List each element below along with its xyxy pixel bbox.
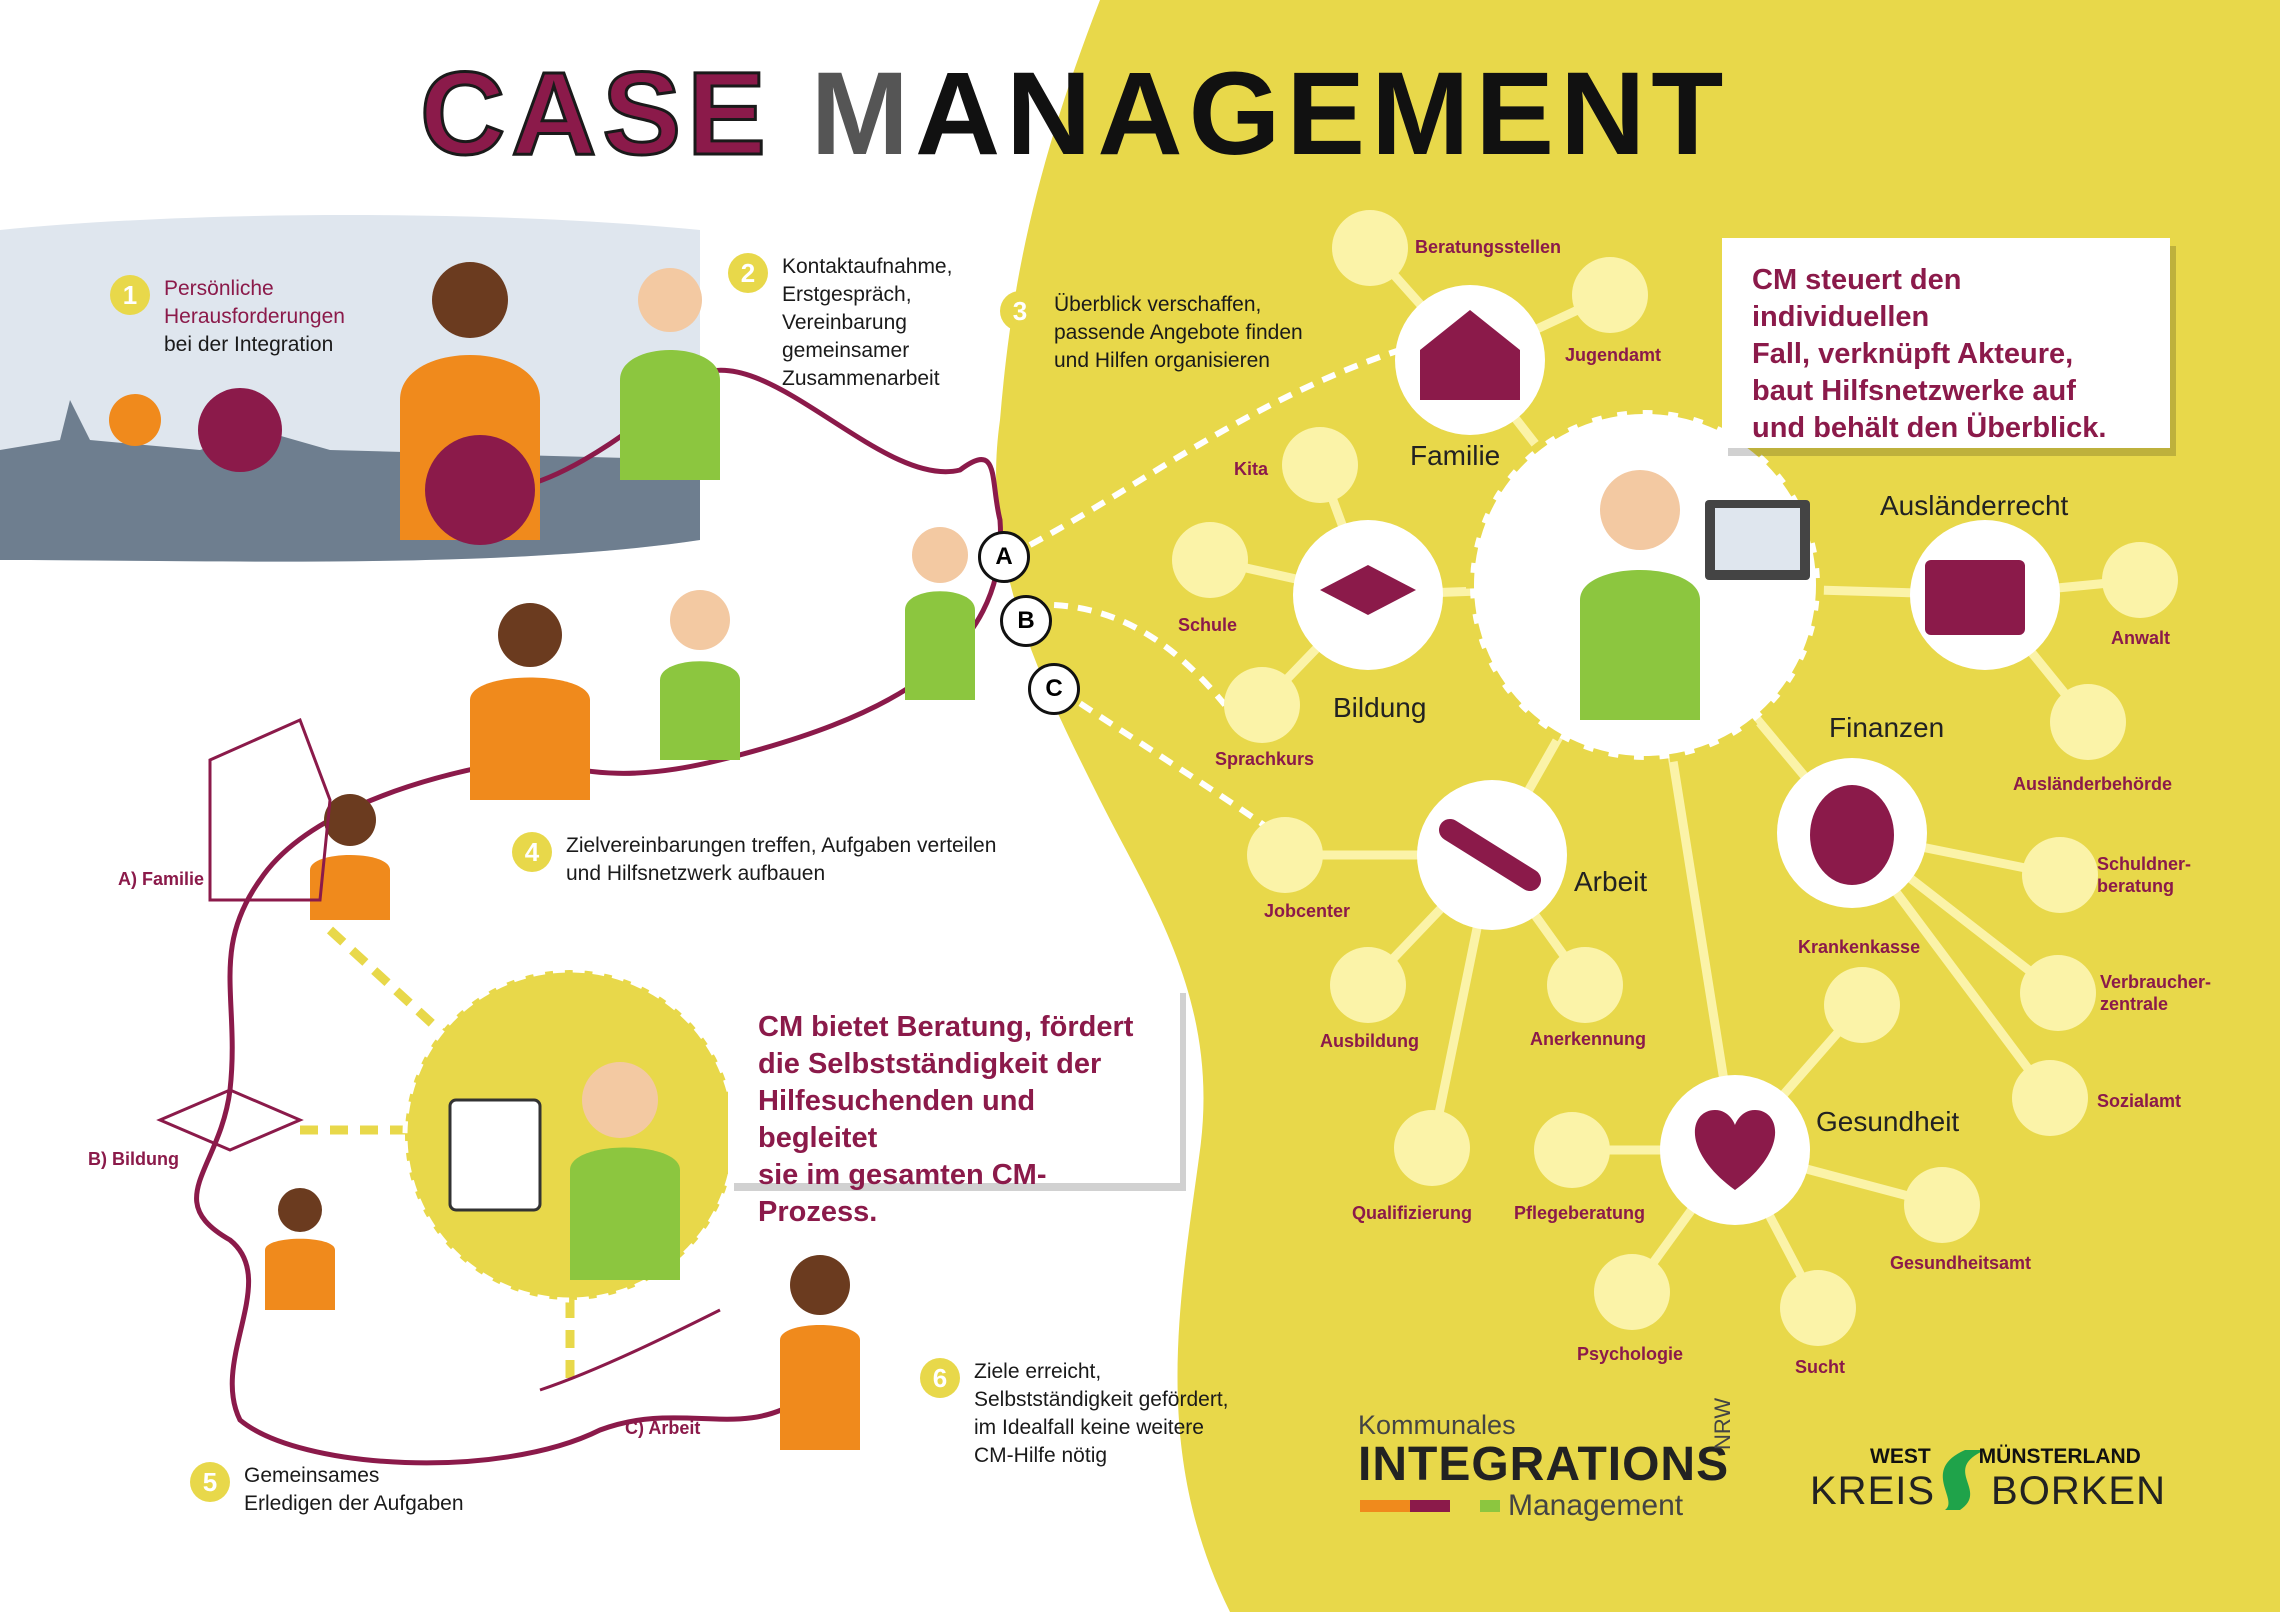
logo-management: Management <box>1508 1489 1684 1522</box>
logo-nrw: NRW <box>1710 1397 1735 1450</box>
service-anerkennung: Anerkennung <box>1530 1029 1647 1049</box>
house-icon <box>1420 310 1520 400</box>
category-arbeit: Arbeit <box>1574 866 1648 897</box>
step-1-text: bei der Integration <box>164 333 334 356</box>
service-anwalt: Anwalt <box>2111 628 2171 648</box>
logo-kreis: KREIS <box>1810 1469 1936 1513</box>
logo-west: WEST <box>1870 1445 1931 1468</box>
service-sozialamt: Sozialamt <box>2097 1091 2182 1111</box>
step-2-text: Kontaktaufnahme, Erstgespräch, Vereinbar… <box>782 255 953 390</box>
logo-color-bar <box>1360 1500 1500 1512</box>
logo-kommunales: Kommunales <box>1358 1410 1516 1440</box>
label-a-familie: A) Familie <box>118 869 205 889</box>
service-gesundheitsamt: Gesundheitsamt <box>1890 1253 2032 1273</box>
step-number: 6 <box>920 1358 960 1398</box>
label-b-bildung: B) Bildung <box>88 1149 179 1169</box>
service-sprachkurs: Sprachkurs <box>1215 749 1315 769</box>
step-number: 5 <box>190 1462 230 1502</box>
step-number: 3 <box>1000 291 1040 331</box>
service-qualifizierung: Qualifizierung <box>1352 1203 1473 1223</box>
service-jobcenter: Jobcenter <box>1264 901 1351 921</box>
label-c-arbeit: C) Arbeit <box>625 1418 701 1438</box>
money-bag-icon <box>1810 785 1894 885</box>
service-kita: Kita <box>1234 459 1269 479</box>
kommunales-integrationsmanagement-logo: Kommunales INTEGRATIONS Management NRW <box>1358 1398 1735 1523</box>
title-part-anagement: ANAGEMENT <box>914 48 1730 180</box>
logo-integrations: INTEGRATIONS <box>1358 1438 1730 1491</box>
step-1-highlight: Persönliche Herausforderungen <box>164 277 345 328</box>
step-number: 2 <box>728 253 768 293</box>
kreis-borken-logo: WEST MÜNSTERLAND KREIS BORKEN <box>1810 1445 2166 1514</box>
service-pflegeberatung: Pflegeberatung <box>1514 1203 1646 1223</box>
category-familie: Familie <box>1410 440 1501 471</box>
title-part-m: M <box>810 48 915 180</box>
step-3: 3 Überblick verschaffen, passende Angebo… <box>1000 291 1303 375</box>
service-beratungsstellen: Beratungsstellen <box>1415 237 1562 257</box>
service-schule: Schule <box>1178 615 1238 635</box>
step-5: 5 Gemeinsames Erledigen der Aufgaben <box>190 1462 464 1518</box>
step-1: 1 Persönliche Herausforderungen bei der … <box>110 275 345 359</box>
step-3-text: Überblick verschaffen, passende Angebote… <box>1054 293 1303 372</box>
category-finanzen: Finanzen <box>1829 712 1945 743</box>
title-part-case: CASE <box>419 48 772 180</box>
people-figures <box>109 262 1810 1450</box>
step-6-text: Ziele erreicht, Selbstständigkeit geförd… <box>974 1360 1229 1467</box>
service-verbraucherzentrale: Verbraucher- zentrale <box>2100 972 2212 1014</box>
callout-cm-steuert: CM steuert den individuellen Fall, verkn… <box>1722 238 2170 448</box>
marker-b: B <box>1000 595 1052 647</box>
page-title: CASE MANAGEMENT <box>419 54 1729 175</box>
category-gesundheit: Gesundheit <box>1816 1106 1960 1137</box>
category-bildung: Bildung <box>1333 692 1427 723</box>
outline-scenes <box>156 717 721 1392</box>
step-4-text: Zielvereinbarungen treffen, Aufgaben ver… <box>566 834 997 885</box>
heart-icon <box>1694 1110 1776 1190</box>
step-5-text: Gemeinsames Erledigen der Aufgaben <box>244 1464 464 1515</box>
kreis-borken-logo-mark <box>1942 1450 1985 1510</box>
callout-cm-bietet: CM bietet Beratung, fördert die Selbstst… <box>728 985 1180 1228</box>
service-ausbildung: Ausbildung <box>1320 1031 1419 1051</box>
service-psychologie: Psychologie <box>1577 1344 1684 1364</box>
step-number: 1 <box>110 275 150 315</box>
law-book-icon <box>1925 560 2025 635</box>
service-auslaenderbehoerde: Ausländerbehörde <box>2013 774 2173 794</box>
logo-muensterland: MÜNSTERLAND <box>1978 1445 2141 1468</box>
service-jugendamt: Jugendamt <box>1565 345 1662 365</box>
category-auslaenderrecht: Ausländerrecht <box>1880 490 2069 521</box>
left-dashed-connectors <box>300 926 575 1390</box>
step-number: 4 <box>512 832 552 872</box>
step-4: 4 Zielvereinbarungen treffen, Aufgaben v… <box>512 832 996 888</box>
purple-thread <box>194 367 1004 1466</box>
step-6: 6 Ziele erreicht, Selbstständigkeit gefö… <box>920 1358 1228 1470</box>
service-sucht: Sucht <box>1795 1357 1846 1377</box>
service-circles <box>1172 210 2178 1346</box>
service-krankenkasse: Krankenkasse <box>1798 937 1921 957</box>
step-2: 2 Kontaktaufnahme, Erstgespräch, Vereinb… <box>728 253 952 393</box>
service-schuldnerberatung: Schuldner- beratung <box>2097 854 2192 896</box>
logo-borken: BORKEN <box>1991 1469 2166 1513</box>
marker-c: C <box>1028 663 1080 715</box>
graduation-cap-icon <box>1320 565 1416 615</box>
marker-a: A <box>978 531 1030 583</box>
wrench-icon <box>1439 819 1541 891</box>
